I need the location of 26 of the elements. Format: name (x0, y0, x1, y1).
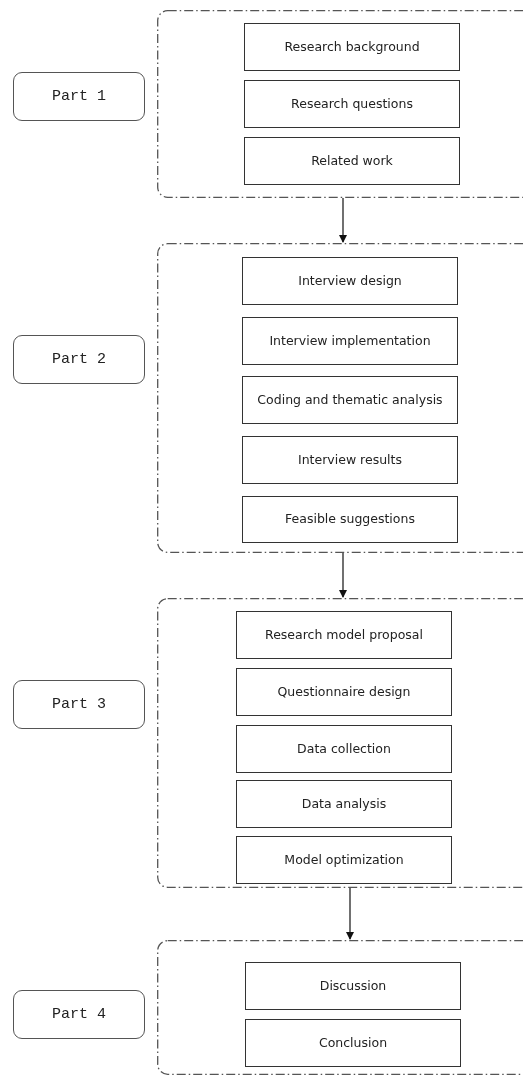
step-box: Interview implementation (242, 317, 458, 365)
step-box: Data analysis (236, 780, 452, 828)
step-box: Discussion (245, 962, 461, 1010)
arrow (339, 197, 347, 243)
step-box: Research questions (244, 80, 460, 128)
step-box: Conclusion (245, 1019, 461, 1067)
part-label-box: Part 3 (13, 680, 145, 729)
part-label-box: Part 1 (13, 72, 145, 121)
dash-dot-group-frame (157, 10, 523, 198)
arrow (346, 887, 354, 940)
step-box: Questionnaire design (236, 668, 452, 716)
part-label-box: Part 2 (13, 335, 145, 384)
step-box: Research model proposal (236, 611, 452, 659)
step-box: Data collection (236, 725, 452, 773)
step-box: Interview design (242, 257, 458, 305)
arrow (339, 552, 347, 598)
step-box: Coding and thematic analysis (242, 376, 458, 424)
dash-dot-group-frame (157, 243, 523, 553)
step-box: Related work (244, 137, 460, 185)
step-box: Research background (244, 23, 460, 71)
step-box: Interview results (242, 436, 458, 484)
part-label-box: Part 4 (13, 990, 145, 1039)
dash-dot-group-frame (157, 940, 523, 1075)
step-box: Feasible suggestions (242, 496, 458, 543)
dash-dot-group-frame (157, 598, 523, 888)
step-box: Model optimization (236, 836, 452, 884)
